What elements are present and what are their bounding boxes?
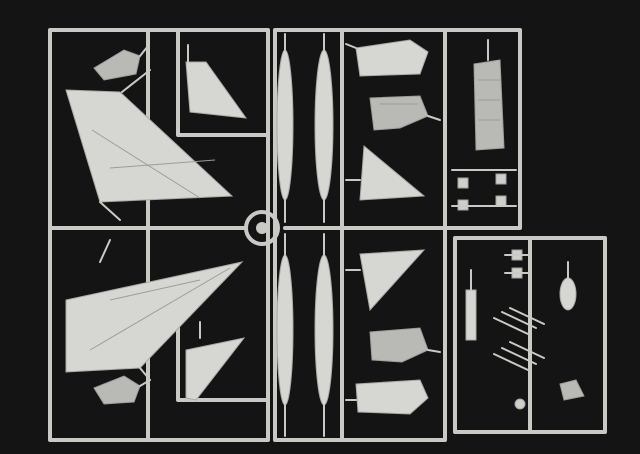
slender-part-2 — [314, 33, 334, 223]
slender-part-4 — [314, 233, 334, 437]
small-parts-cluster-lower — [504, 249, 531, 279]
intake-duct-upper — [369, 95, 441, 131]
intake-duct-lower — [369, 327, 441, 363]
wheel-part — [559, 261, 577, 311]
sprue-runner-frame — [48, 28, 607, 442]
fin-upper-left — [185, 44, 248, 119]
fin-lower-left — [185, 321, 246, 401]
runner-left-frame — [48, 28, 270, 442]
runner-left-upper-box — [176, 28, 270, 137]
slender-part-1 — [276, 33, 294, 223]
small-part-top-left — [93, 45, 149, 81]
landing-gear-strut — [465, 269, 477, 341]
small-part-bottom-left — [93, 375, 151, 405]
wing-upper-left — [65, 69, 234, 221]
runner-center-frame — [273, 28, 447, 442]
runner-hub-ring — [244, 210, 280, 246]
triangle-fin-upper-right — [345, 144, 426, 201]
wing-lower-left — [65, 239, 244, 381]
triangle-fin-lower-right — [345, 249, 426, 312]
intake-panel-lower — [345, 379, 429, 415]
small-parts-cluster-upper — [451, 169, 517, 211]
runner-right-upper-frame — [443, 28, 522, 230]
bracket-part — [514, 379, 585, 410]
runner-right-lower-frame — [453, 236, 607, 434]
runner-hub-center — [256, 222, 268, 234]
small-rods — [493, 307, 545, 371]
slender-part-3 — [276, 233, 294, 437]
runner-left-lower-box — [176, 318, 270, 402]
cockpit-tub — [473, 39, 505, 151]
intake-panel-upper — [345, 39, 429, 77]
